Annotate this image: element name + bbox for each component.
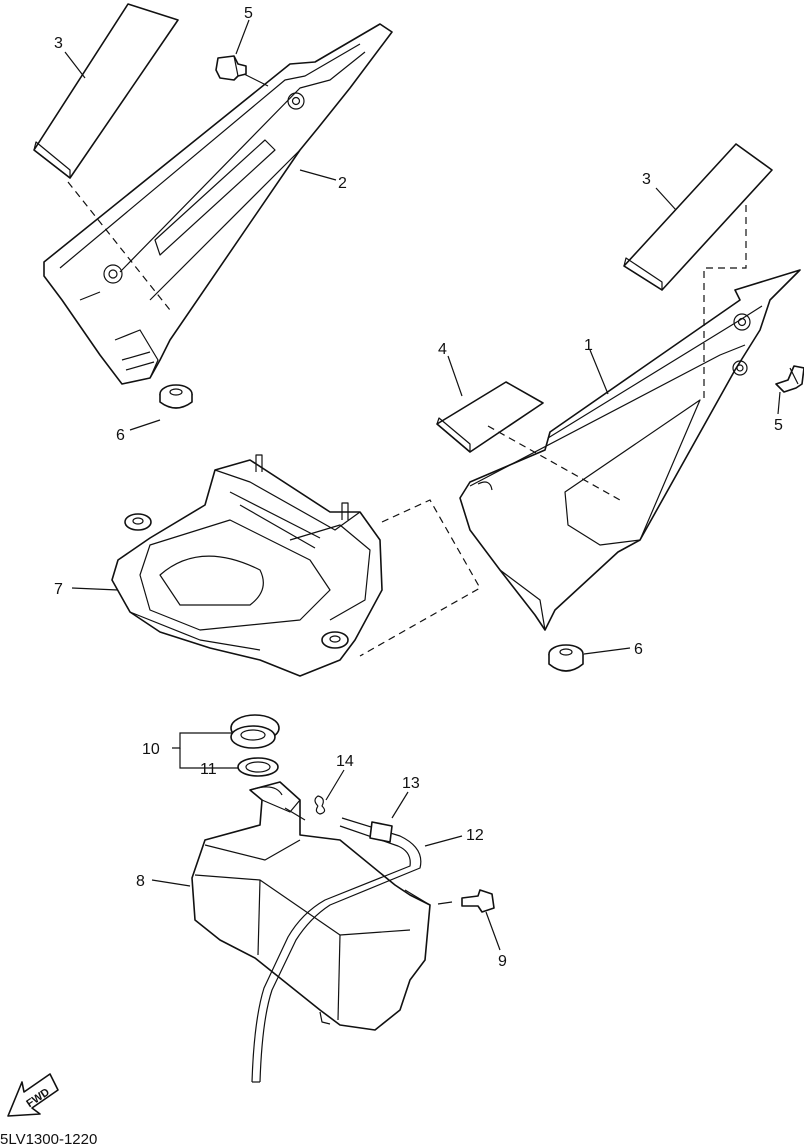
callout-labels: 3 5 2 6 3 1 4 5 6 7 10 11 14 13 12 8 9 <box>54 5 783 970</box>
hose-clamp-part-13 <box>369 821 393 843</box>
callout-10: 10 <box>142 741 160 758</box>
side-cover-part-2 <box>43 23 393 385</box>
callout-1: 1 <box>584 337 593 354</box>
callout-8: 8 <box>136 873 145 890</box>
callout-5-right: 5 <box>774 417 783 434</box>
bolt-part-9 <box>461 889 495 913</box>
pad-part-3-right <box>623 143 773 291</box>
pad-part-3-left <box>33 3 179 179</box>
dashed-alignment-lines <box>67 181 747 657</box>
hose-part-12 <box>251 817 422 1083</box>
callout-4: 4 <box>438 341 447 358</box>
callout-11: 11 <box>200 761 217 778</box>
callout-6-right: 6 <box>634 641 643 658</box>
screw-part-5-top <box>215 55 247 81</box>
leader-lines <box>64 19 781 951</box>
callout-3-right: 3 <box>642 171 651 188</box>
callout-13: 13 <box>402 775 420 792</box>
callout-2: 2 <box>338 175 347 192</box>
clip-part-14 <box>314 795 326 815</box>
tank-part-8 <box>191 781 431 1031</box>
fwd-arrow-icon: FWD <box>7 1073 59 1117</box>
gasket-part-11 <box>237 757 279 777</box>
callout-6-left: 6 <box>116 427 125 444</box>
side-cover-part-1 <box>459 269 801 631</box>
callout-12: 12 <box>466 827 484 844</box>
screw-part-5-right <box>775 365 804 393</box>
grommet-part-6-right <box>548 644 584 672</box>
callout-9: 9 <box>498 953 507 970</box>
callout-3-left: 3 <box>54 35 63 52</box>
diagram-code: 5LV1300-1220 <box>0 1131 97 1147</box>
callout-14: 14 <box>336 753 354 770</box>
callout-7: 7 <box>54 581 63 598</box>
callout-5-top: 5 <box>244 5 253 22</box>
pad-part-4 <box>436 381 544 453</box>
panel-part-7 <box>111 454 383 677</box>
cap-part-10 <box>230 714 280 749</box>
grommet-part-6-left <box>159 384 193 409</box>
